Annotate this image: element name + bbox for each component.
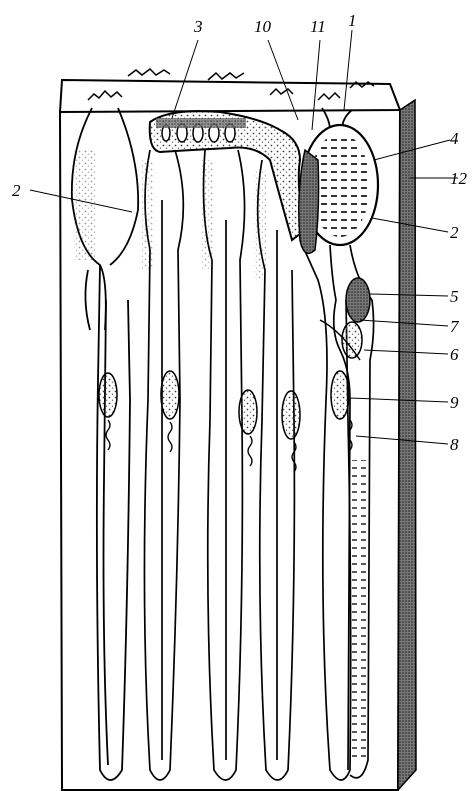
label-6: 6 <box>450 346 459 363</box>
label-8: 8 <box>450 436 459 453</box>
zooid-right-tail-rings <box>352 460 366 760</box>
side-face <box>398 100 416 790</box>
label-11: 11 <box>310 18 326 35</box>
label-7: 7 <box>450 318 459 335</box>
tube-stipple <box>142 160 266 280</box>
label-2-left: 2 <box>12 182 21 199</box>
label-3: 3 <box>194 18 203 35</box>
zooid-left-stipple <box>74 150 96 260</box>
label-12: 12 <box>450 170 467 187</box>
label-5: 5 <box>450 288 459 305</box>
zooid-tubes-middle <box>144 150 350 780</box>
zooid-right-collar <box>299 150 319 253</box>
label-1: 1 <box>348 12 357 29</box>
label-2-right: 2 <box>450 224 459 241</box>
label-10: 10 <box>254 18 271 35</box>
stolon-dark-band <box>156 118 246 128</box>
gonads <box>99 371 349 439</box>
label-4: 4 <box>450 130 459 147</box>
gonad-chains <box>106 420 352 472</box>
label-9: 9 <box>450 394 459 411</box>
